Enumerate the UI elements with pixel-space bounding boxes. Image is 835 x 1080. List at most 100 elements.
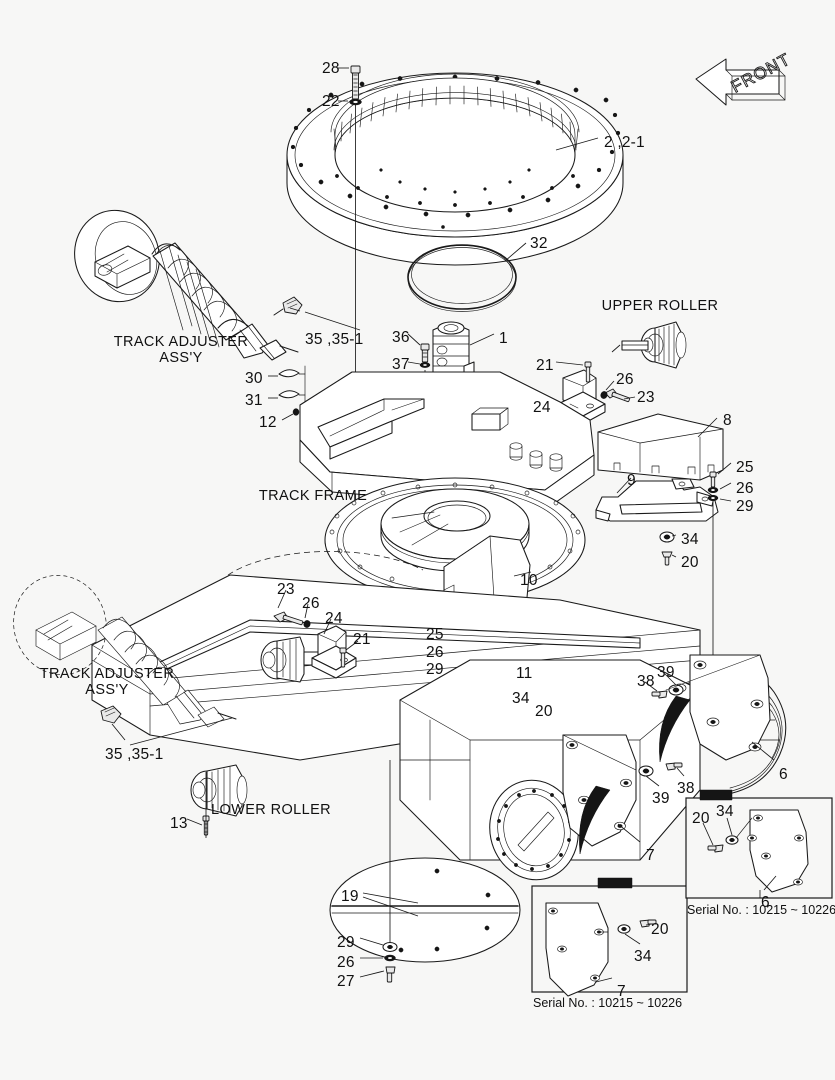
lower-roller-left (190, 764, 248, 817)
swing-bearing-assembly (286, 72, 624, 266)
part-callout-c31: 31 (245, 392, 263, 409)
part-callout-c24a: 24 (533, 399, 551, 416)
washer-26-upper (600, 391, 608, 399)
track-adjuster-assy-lower (13, 575, 237, 728)
part-callout-c10: 10 (520, 572, 538, 589)
part-callout-c35b: 35 ,35-1 (105, 746, 164, 763)
heading-line-2: ASS'Y (159, 350, 203, 366)
heading-line-1: LOWER ROLLER (211, 802, 332, 818)
part-callout-c32: 32 (530, 235, 548, 252)
pin-12 (292, 408, 300, 416)
part-callout-c19: 19 (341, 888, 359, 905)
seal-30 (278, 369, 300, 378)
washer-29-right (707, 494, 719, 502)
part-callout-c34a: 34 (681, 531, 699, 548)
bolt-38-upper (651, 690, 668, 699)
part-callout-c1: 1 (499, 330, 508, 347)
inset-callout-i1-34: 34 (634, 948, 652, 965)
bolt-27-bottom (385, 966, 396, 983)
part-callout-c26c: 26 (426, 644, 444, 661)
washer-37 (419, 362, 431, 368)
bolt-21-lower (339, 647, 347, 668)
grease-fitting-35-lower (100, 705, 122, 724)
part-callout-c30: 30 (245, 370, 263, 387)
washer-29-bottom (382, 941, 398, 953)
cover-19-dots (398, 868, 491, 953)
part-callout-c26d: 26 (302, 595, 320, 612)
heading-lower-roller: LOWER ROLLER (211, 802, 341, 818)
inset-callout-i2-34: 34 (716, 803, 734, 820)
bolt-38-lower (665, 762, 683, 771)
part-callout-c26b: 26 (736, 480, 754, 497)
gear-tooth-ticks (333, 85, 579, 149)
part-callout-c7a: 7 (646, 847, 655, 864)
part-callout-c13: 13 (170, 815, 188, 832)
bolt-36 (420, 343, 430, 363)
part-callout-c8: 8 (723, 412, 732, 429)
heading-line-1: TRACK ADJUSTER (113, 334, 249, 350)
bolt-28 (350, 65, 361, 100)
part-callout-c36: 36 (392, 329, 410, 346)
inset-bottom-serial: Serial No. : 10215 ~ 10226 (533, 996, 683, 1010)
heading-line-1: UPPER ROLLER (601, 298, 719, 314)
inset-right-washer-34 (725, 835, 739, 845)
plate-9 (595, 478, 719, 522)
part-callout-c38b: 38 (677, 780, 695, 797)
part-callout-c11: 11 (516, 665, 533, 682)
bearing-bolt-holes (290, 74, 621, 218)
recoil-spring (151, 242, 249, 348)
heading-upper-roller: UPPER ROLLER (600, 298, 720, 314)
part-callout-c38a: 38 (637, 673, 655, 690)
washer-34-right (659, 531, 675, 543)
part-callout-c6a: 6 (779, 766, 788, 783)
part-callout-c29b: 29 (426, 661, 444, 678)
part-callout-c39a: 39 (657, 664, 675, 681)
upper-roller (621, 321, 687, 369)
part-callout-c34b: 34 (512, 690, 530, 707)
part-callout-c9: 9 (627, 472, 636, 489)
washer-22 (349, 98, 362, 106)
part-callout-c26a: 26 (616, 371, 634, 388)
seal-31 (278, 390, 300, 399)
heading-line-2: ASS'Y (85, 682, 129, 698)
heading-line-1: TRACK ADJUSTER (39, 666, 175, 682)
inset-right-bolt-20 (707, 844, 724, 853)
inset-callout-i2-20: 20 (692, 810, 710, 827)
part-callout-c24b: 24 (325, 610, 343, 627)
ring-gear-teeth (334, 77, 576, 156)
washer-39-lower (638, 765, 654, 777)
grease-fitting-35 (273, 296, 303, 316)
washer-26-lower (303, 620, 311, 628)
bolt-23-lower (273, 611, 304, 626)
heading-track-frame: TRACK FRAME (248, 488, 378, 504)
cover-19 (329, 857, 521, 963)
inset-callout-i2-6: 6 (761, 894, 770, 911)
part-callout-c39b: 39 (652, 790, 670, 807)
inset-callout-i1-7: 7 (617, 983, 626, 1000)
part-callout-c29a: 29 (736, 498, 754, 515)
heading-track-adjuster-upper: TRACK ADJUSTER ASS'Y (86, 334, 276, 366)
bearing-inner-holes (335, 174, 575, 207)
heading-line-1: TRACK FRAME (258, 488, 368, 504)
part-callout-c25a: 25 (736, 459, 754, 476)
inset-right-serial: Serial No. : 10215 ~ 10226 (687, 903, 835, 917)
sprocket-bore (489, 779, 579, 881)
part-callout-c20a: 20 (681, 554, 699, 571)
part-callout-c35a: 35 ,35-1 (305, 331, 364, 348)
part-callout-c21b: 21 (353, 631, 371, 648)
part-callout-c2_2-1: 2 ,2-1 (604, 134, 645, 151)
cover-8 (597, 413, 724, 481)
washer-26-bottom (384, 954, 396, 962)
inset-bottom-washer-34 (617, 924, 631, 934)
frame-bolt-bosses (509, 442, 563, 472)
part-callout-c27: 27 (337, 973, 355, 990)
part-callout-c26e: 26 (337, 954, 355, 971)
bolt-20-right (661, 551, 673, 566)
o-ring-32 (407, 244, 517, 312)
part-callout-c25b: 25 (426, 626, 444, 643)
inset-box-bottom (531, 877, 688, 997)
part-callout-c22: 22 (322, 93, 340, 110)
part-callout-c12: 12 (259, 414, 277, 431)
